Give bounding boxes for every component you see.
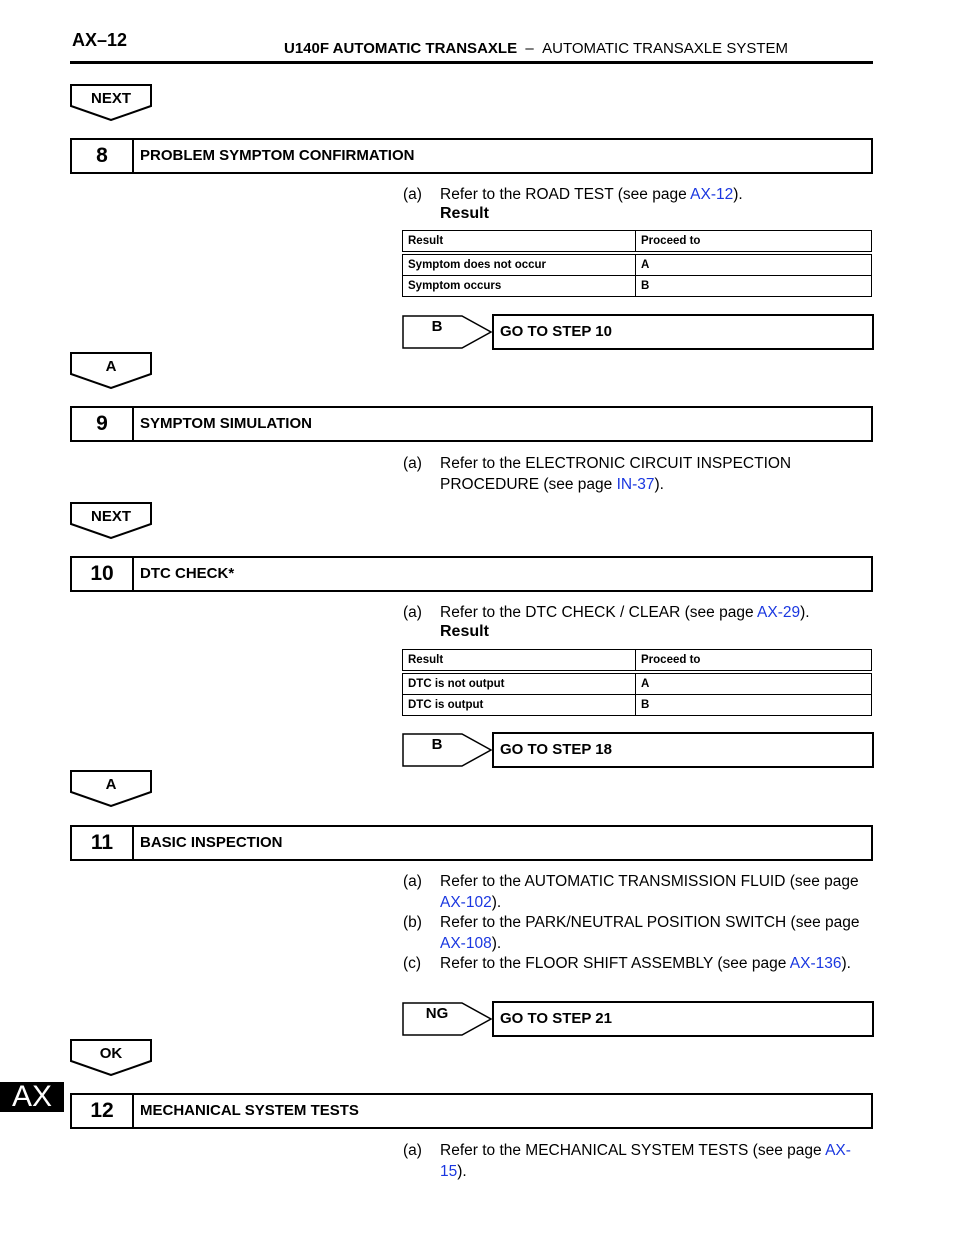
step-12-header: 12 MECHANICAL SYSTEM TESTS bbox=[70, 1093, 873, 1129]
goto-box[interactable]: GO TO STEP 10 bbox=[492, 314, 874, 350]
page-link[interactable]: AX-29 bbox=[757, 604, 801, 621]
step-12-item-a: (a) Refer to the MECHANICAL SYSTEM TESTS… bbox=[403, 1142, 851, 1180]
branch-goto-step-18: B GO TO STEP 18 bbox=[402, 732, 874, 768]
step-11-header: 11 BASIC INSPECTION bbox=[70, 825, 873, 861]
flow-arrow-icon bbox=[70, 352, 152, 389]
flow-arrow-a: A bbox=[70, 770, 152, 807]
flow-arrow-next: NEXT bbox=[70, 502, 152, 539]
step-title: DTC CHECK* bbox=[140, 565, 235, 582]
flow-arrow-a: A bbox=[70, 352, 152, 389]
step-11-item-a: (a) Refer to the AUTOMATIC TRANSMISSION … bbox=[403, 873, 859, 911]
branch-goto-step-10: B GO TO STEP 10 bbox=[402, 314, 874, 350]
step-number: 11 bbox=[72, 827, 134, 859]
step-number: 8 bbox=[72, 140, 134, 172]
step-10-header: 10 DTC CHECK* bbox=[70, 556, 873, 592]
page-number: AX–12 bbox=[72, 30, 128, 50]
flow-arrow-icon bbox=[70, 770, 152, 807]
step-number: 12 bbox=[72, 1095, 134, 1127]
step-number: 10 bbox=[72, 558, 134, 590]
branch-goto-step-21: NG GO TO STEP 21 bbox=[402, 1001, 874, 1037]
flow-arrow-icon bbox=[70, 1039, 152, 1076]
step-8-header: 8 PROBLEM SYMPTOM CONFIRMATION bbox=[70, 138, 873, 174]
step-9-header: 9 SYMPTOM SIMULATION bbox=[70, 406, 873, 442]
step-10-item-a: (a) Refer to the DTC CHECK / CLEAR (see … bbox=[403, 604, 810, 621]
branch-arrow-icon bbox=[402, 733, 493, 767]
step-title: PROBLEM SYMPTOM CONFIRMATION bbox=[140, 147, 415, 164]
step-9-item-a: (a) Refer to the ELECTRONIC CIRCUIT INSP… bbox=[403, 455, 792, 493]
flow-arrow-ok: OK bbox=[70, 1039, 152, 1076]
manual-section-title: U140F AUTOMATIC TRANSAXLE – AUTOMATIC TR… bbox=[284, 40, 788, 57]
branch-arrow-icon bbox=[402, 315, 493, 349]
step-title: SYMPTOM SIMULATION bbox=[140, 415, 312, 432]
step-8-item-a: (a) Refer to the ROAD TEST (see page AX-… bbox=[403, 186, 743, 203]
flow-arrow-next: NEXT bbox=[70, 84, 152, 121]
step-11-item-c: (c) Refer to the FLOOR SHIFT ASSEMBLY (s… bbox=[403, 955, 851, 972]
goto-box[interactable]: GO TO STEP 18 bbox=[492, 732, 874, 768]
branch-arrow-icon bbox=[402, 1002, 493, 1036]
page-link[interactable]: AX-15 bbox=[440, 1142, 851, 1180]
step-title: BASIC INSPECTION bbox=[140, 834, 283, 851]
step-number: 9 bbox=[72, 408, 134, 440]
page-link[interactable]: AX-12 bbox=[690, 186, 734, 203]
flow-arrow-icon bbox=[70, 502, 152, 539]
goto-box[interactable]: GO TO STEP 21 bbox=[492, 1001, 874, 1037]
result-heading: Result bbox=[440, 623, 489, 640]
section-tab: AX bbox=[0, 1082, 64, 1112]
page-link[interactable]: AX-102 bbox=[440, 894, 492, 911]
step-11-item-b: (b) Refer to the PARK/NEUTRAL POSITION S… bbox=[403, 914, 860, 952]
page-link[interactable]: IN-37 bbox=[616, 476, 655, 493]
flow-arrow-icon bbox=[70, 84, 152, 121]
page-link[interactable]: AX-108 bbox=[440, 935, 492, 952]
header-rule bbox=[70, 61, 873, 64]
page-link[interactable]: AX-136 bbox=[789, 955, 842, 972]
result-heading: Result bbox=[440, 205, 489, 222]
step-title: MECHANICAL SYSTEM TESTS bbox=[140, 1102, 359, 1119]
